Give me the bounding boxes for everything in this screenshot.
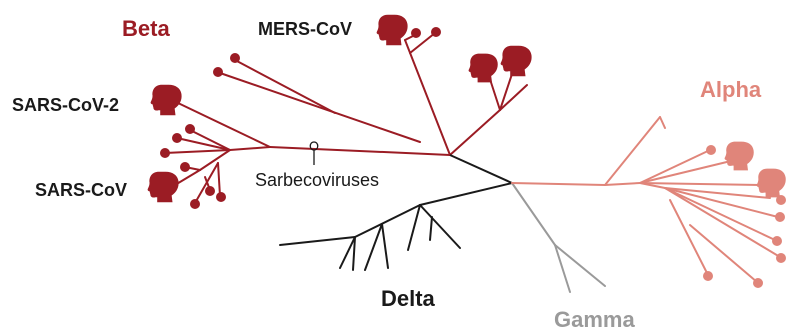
alpha-mid: [604, 182, 641, 186]
tip-dot: [775, 212, 785, 222]
alpha-label: Alpha: [700, 77, 762, 102]
tip-dot: [776, 195, 786, 205]
delta-clade: [279, 182, 513, 271]
beta-label: Beta: [122, 16, 170, 41]
gamma-clade: [511, 182, 606, 293]
human-branch: [449, 109, 501, 156]
sarbeco-tip-6: [217, 162, 221, 197]
mers-tip-2: [409, 32, 436, 54]
tip-dot: [776, 253, 786, 263]
gamma-tip-2: [554, 244, 606, 287]
alpha-upper-tip: [659, 116, 666, 129]
delta-tip-2: [339, 236, 356, 269]
tip-dot: [772, 236, 782, 246]
sars-label: SARS-CoV: [35, 180, 128, 200]
delta-tip-1: [279, 236, 356, 246]
gamma-tip-1: [554, 244, 571, 293]
alpha-lower-stem: [639, 182, 666, 189]
tip-dot: [205, 186, 215, 196]
alpha-tip-7: [669, 199, 709, 276]
human-head-icon: [468, 53, 498, 83]
tip-dot: [172, 133, 182, 143]
tip-dot: [185, 124, 195, 134]
sarbeco-bracket: [309, 141, 319, 165]
delta-tip-5: [381, 223, 389, 269]
gamma-label: Gamma: [554, 307, 635, 332]
beta-tip-dots: [160, 27, 441, 209]
alpha-human-heads: [724, 141, 786, 198]
alpha-tip-5: [664, 187, 776, 241]
delta-label: Delta: [381, 286, 435, 311]
tip-dot: [411, 28, 421, 38]
human-head-icon: [724, 141, 754, 171]
sarbeco-tip-1: [176, 137, 231, 151]
mers-label: MERS-CoV: [258, 19, 352, 39]
root-branch: [449, 154, 513, 184]
alpha-tip-dot-1: [639, 149, 711, 184]
human-head-icon: [150, 84, 182, 116]
delta-branch-main: [354, 204, 421, 238]
alpha-clade: [511, 116, 781, 283]
tip-dot: [160, 148, 170, 158]
tip-dot: [703, 271, 713, 281]
tip-dot: [216, 192, 226, 202]
beta-branch-upper: [219, 72, 421, 143]
tip-dot: [190, 199, 200, 209]
sarbeco-inner: [199, 149, 231, 171]
sarbeco-stem: [229, 146, 271, 151]
alpha-upper: [604, 116, 661, 186]
tip-dot: [213, 67, 223, 77]
beta-clade: [164, 32, 528, 204]
beta-trunk: [269, 146, 451, 156]
human-head-icon: [500, 45, 532, 77]
tip-dot: [706, 145, 716, 155]
gamma-trunk: [511, 182, 556, 246]
human-tip-3: [499, 84, 528, 111]
delta-tip-8: [429, 216, 433, 241]
alpha-tip-4: [664, 187, 779, 218]
mers-branch: [404, 39, 451, 156]
alpha-tip-dots: [703, 145, 786, 288]
sarbeco-tip-3: [164, 149, 231, 154]
delta-tip-6: [407, 204, 421, 251]
tip-dot: [431, 27, 441, 37]
delta-tip-7: [419, 204, 461, 249]
human-head-icon: [756, 168, 786, 198]
delta-trunk: [419, 182, 513, 206]
alpha-tip-3: [664, 187, 771, 199]
human-head-icon: [147, 171, 179, 203]
delta-tip-4: [364, 223, 383, 271]
human-head-icon: [376, 14, 408, 46]
tip-dot: [180, 162, 190, 172]
sarbeco-tip-2: [189, 129, 231, 151]
alpha-trunk: [511, 182, 606, 186]
alpha-tip-head-1: [639, 159, 736, 184]
delta-tip-3: [352, 236, 356, 271]
tip-dot: [230, 53, 240, 63]
tip-dot: [753, 278, 763, 288]
alpha-tip-6: [664, 187, 781, 258]
alpha-tip-head-2: [639, 182, 761, 186]
sars-branch: [174, 169, 201, 186]
sars2-label: SARS-CoV-2: [12, 95, 120, 115]
sars2-branch: [177, 102, 271, 148]
alpha-tip-8: [689, 224, 758, 283]
sarbecoviruses-label: Sarbecoviruses: [255, 170, 380, 190]
beta-branch-upper-tip: [234, 59, 336, 114]
